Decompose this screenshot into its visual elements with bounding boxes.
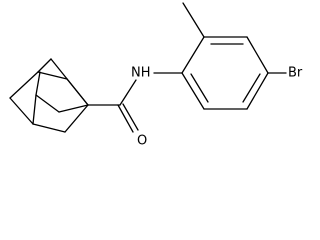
bond <box>35 71 41 96</box>
bond <box>9 71 39 99</box>
molecule-structure: NH O Br <box>9 2 303 149</box>
adamantyl-group <box>9 58 89 133</box>
aryl-group <box>181 2 287 110</box>
bond <box>119 79 137 106</box>
methyl-bond <box>182 2 205 38</box>
inner-double-bond <box>242 73 261 103</box>
double-bond <box>122 103 139 131</box>
bond <box>35 94 60 113</box>
bond <box>32 123 66 133</box>
bond <box>32 94 37 125</box>
bond <box>9 97 34 125</box>
bond <box>37 58 52 73</box>
amide-nitrogen-label: NH <box>131 66 151 81</box>
bond <box>58 104 89 113</box>
double-bond <box>117 104 134 133</box>
bond <box>246 36 269 74</box>
bromine-label: Br <box>288 66 303 81</box>
bond <box>37 71 68 80</box>
amide-group <box>87 72 183 133</box>
inner-double-bond <box>190 73 209 103</box>
bond <box>181 72 205 110</box>
bond <box>181 36 205 74</box>
bond <box>64 104 89 133</box>
bond <box>50 58 89 106</box>
carbonyl-oxygen-label: O <box>137 134 147 149</box>
bond <box>246 72 269 110</box>
